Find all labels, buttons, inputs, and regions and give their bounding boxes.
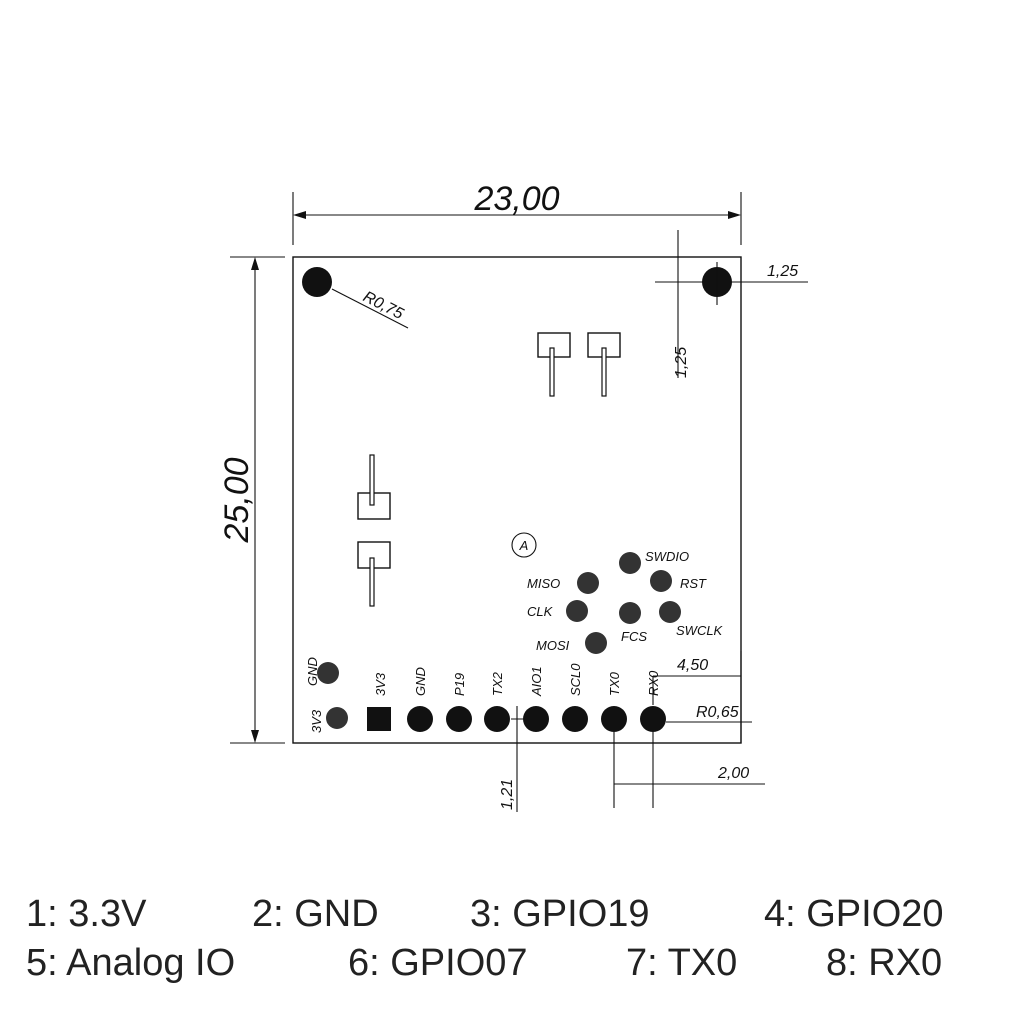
edge-pin-4 bbox=[484, 706, 510, 732]
pad-edge-offset-label: 1,21 bbox=[499, 779, 516, 810]
width-dimension: 23,00 bbox=[292, 180, 742, 245]
legend-item-8: 8: RX0 bbox=[826, 942, 943, 984]
board-outline bbox=[292, 256, 742, 744]
edge-pin-6 bbox=[562, 706, 588, 732]
height-dimension: 25,00 bbox=[218, 256, 285, 744]
legend-item-3: 3: GPIO19 bbox=[470, 893, 650, 935]
debug-pad-fcs bbox=[619, 602, 641, 624]
antenna-pad-group-left bbox=[357, 454, 391, 607]
edge-pin-label-2: GND bbox=[413, 667, 428, 696]
edge-pin-label-6: SCL0 bbox=[568, 663, 583, 696]
debug-pad-miso bbox=[577, 572, 599, 594]
debug-pad-clk bbox=[566, 600, 588, 622]
debug-label-fcs: FCS bbox=[621, 629, 647, 644]
debug-pads: SWDIO MISO RST CLK FCS SWCLK MOSI bbox=[527, 549, 724, 654]
pad-right-offset-label: 4,50 bbox=[677, 657, 708, 674]
pad-pitch-dimension: 2,00 bbox=[613, 732, 765, 808]
legend-item-2: 2: GND bbox=[252, 893, 379, 935]
antenna-pad-group-top bbox=[537, 332, 621, 397]
hole-radius-label: R0,75 bbox=[360, 288, 406, 323]
width-label: 23,00 bbox=[473, 180, 559, 218]
edge-pin-3 bbox=[446, 706, 472, 732]
legend-item-4: 4: GPIO20 bbox=[764, 893, 944, 935]
pad-right-offset-dimension: 4,50 bbox=[652, 651, 742, 743]
legend-item-1: 1: 3.3V bbox=[26, 893, 147, 935]
edge-pin-label-5: AIO1 bbox=[529, 666, 544, 697]
hole-offset-x-label: 1,25 bbox=[767, 263, 798, 280]
edge-pin-label-7: TX0 bbox=[607, 671, 622, 696]
edge-pin-1 bbox=[367, 707, 391, 731]
side-pin-3v3 bbox=[326, 707, 348, 729]
edge-pin-label-3: P19 bbox=[452, 673, 467, 696]
side-pin-label-gnd: GND bbox=[305, 657, 320, 686]
edge-pin-2 bbox=[407, 706, 433, 732]
debug-label-swdio: SWDIO bbox=[645, 549, 689, 564]
side-pin-gnd bbox=[317, 662, 339, 684]
side-pin-label-3v3: 3V3 bbox=[309, 709, 324, 733]
debug-pad-rst bbox=[650, 570, 672, 592]
legend-item-5: 5: Analog IO bbox=[26, 942, 236, 984]
mounting-hole-left bbox=[302, 267, 332, 297]
debug-pad-mosi bbox=[585, 632, 607, 654]
edge-pin-label-1: 3V3 bbox=[373, 672, 388, 696]
marker-label: A bbox=[519, 538, 529, 553]
hole-offset-y-label: 1,25 bbox=[673, 347, 690, 378]
pad-edge-offset-dimension: 1,21 bbox=[466, 706, 536, 812]
debug-label-swclk: SWCLK bbox=[676, 623, 724, 638]
height-label: 25,00 bbox=[218, 457, 256, 543]
hole-offset-dimension: 1,25 1,25 bbox=[655, 230, 808, 378]
debug-label-mosi: MOSI bbox=[536, 638, 570, 653]
debug-pad-swdio bbox=[619, 552, 641, 574]
pad-radius-label: R0,65 bbox=[696, 704, 739, 721]
debug-label-rst: RST bbox=[680, 576, 707, 591]
debug-label-clk: CLK bbox=[527, 604, 554, 619]
edge-pin-label-4: TX2 bbox=[490, 671, 505, 696]
legend-item-6: 6: GPIO07 bbox=[348, 942, 528, 984]
edge-pin-8 bbox=[640, 706, 666, 732]
pad-pitch-label: 2,00 bbox=[717, 765, 749, 782]
debug-pad-swclk bbox=[659, 601, 681, 623]
legend-item-7: 7: TX0 bbox=[626, 942, 738, 984]
marker-circle bbox=[511, 532, 537, 558]
debug-label-miso: MISO bbox=[527, 576, 560, 591]
edge-pin-7 bbox=[601, 706, 627, 732]
